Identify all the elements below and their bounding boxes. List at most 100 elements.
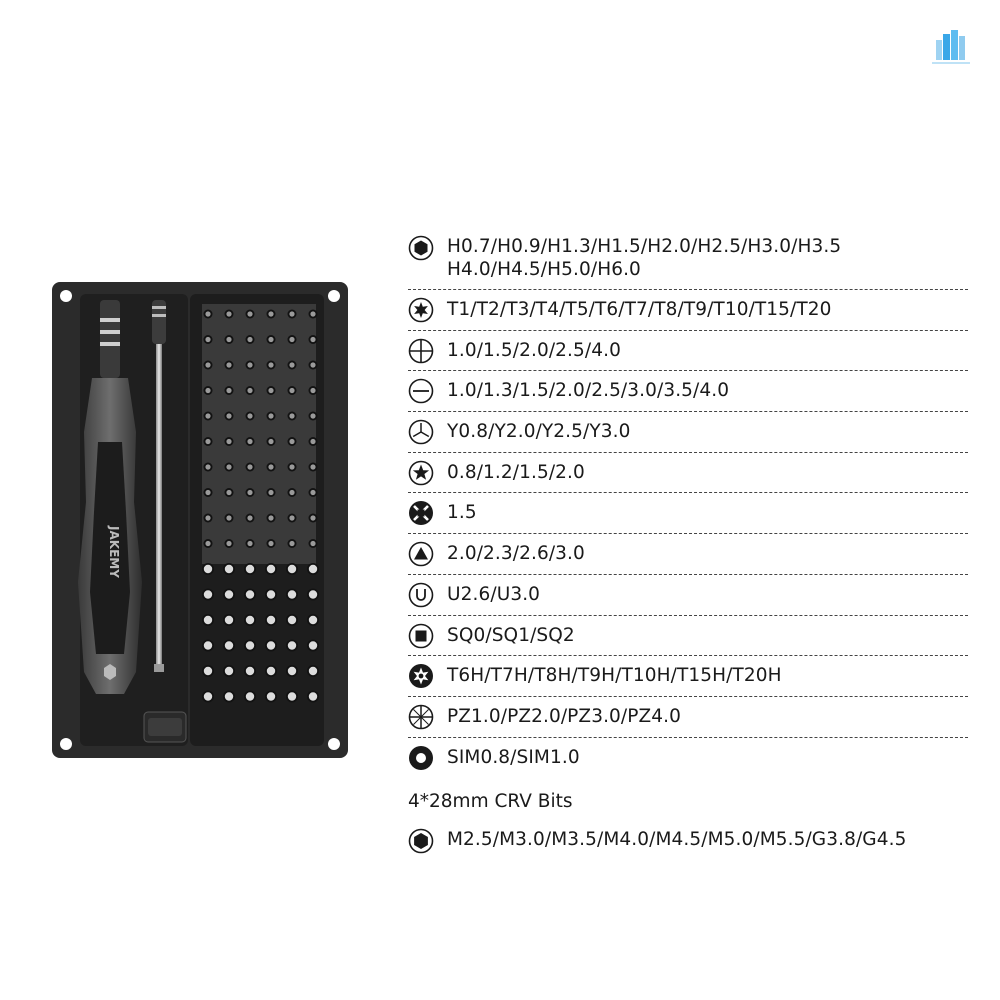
bit [245,590,255,599]
phillips-icon [408,338,434,363]
bit [310,362,316,368]
bit [308,590,318,599]
bit [310,336,316,343]
bit [310,540,316,547]
bit [205,387,211,394]
bit [226,489,232,496]
bit [266,564,276,574]
bit [289,464,295,470]
spec-row-tri-wing: Y0.8/Y2.0/Y2.5/Y3.0 [408,412,968,453]
pozidriv-icon [408,704,434,730]
bit [203,564,213,574]
bit [224,615,234,625]
hex-icon [408,235,434,261]
bit [268,336,274,343]
spec-row-bits: M2.5/M3.0/M3.5/M4.0/M4.5/M5.0/M5.5/G3.8/… [408,822,968,862]
bit [247,489,253,496]
bit [247,336,253,343]
bit [266,590,276,599]
spec-row-slotted: 1.0/1.3/1.5/2.0/2.5/3.0/3.5/4.0 [408,371,968,413]
extension-rod [152,300,166,672]
spec-text-line: H4.0/H4.5/H5.0/H6.0 [447,259,641,280]
security-torx-icon [409,664,433,689]
bit [203,666,213,676]
bit [289,540,295,547]
bit [308,564,318,574]
spec-row-square: SQ0/SQ1/SQ2 [408,616,968,657]
bit [226,540,232,547]
bit [245,615,255,625]
spec-row-security-torx: T6H/T7H/T8H/T9H/T10H/T15H/T20H [408,656,968,697]
bit [205,413,211,419]
bit [226,336,232,343]
bit [205,515,211,521]
triangle-icon [408,541,434,567]
bit [268,413,274,419]
bit [203,641,213,650]
bit [224,564,234,574]
cross-slot-icon [409,501,433,526]
spec-text-line: 1.0/1.5/2.0/2.5/4.0 [447,339,621,361]
spec-row-pozidriv: PZ1.0/PZ2.0/PZ3.0/PZ4.0 [408,697,968,738]
bit [289,438,295,445]
spec-text-line: U2.6/U3.0 [447,583,541,605]
bit [287,590,297,599]
u-type-icon [408,582,434,608]
bit [203,615,213,625]
bit [310,413,316,419]
bit [268,464,274,470]
screwdriver-handle: JAKEMY [78,300,142,694]
spec-text-line: T6H/T7H/T8H/T9H/T10H/T15H/T20H [447,665,782,687]
bit [289,515,295,521]
bit [287,666,297,676]
bit [247,464,253,470]
bit [268,489,274,496]
bit [245,666,255,676]
bit [205,311,211,317]
bit [205,362,211,368]
bit [287,692,297,701]
bit [266,692,276,701]
bit [205,489,211,496]
torx-icon [408,297,434,323]
spec-row-u-type: U2.6/U3.0 [408,575,968,616]
bit [310,387,316,394]
bit [247,311,253,317]
bit [247,362,253,368]
bit [247,438,253,445]
bit [266,666,276,676]
bit [224,590,234,599]
bit [247,515,253,521]
bit [310,464,316,470]
screwdriver-kit-case: JAKEMY [52,282,348,758]
bit [245,641,255,650]
spec-text-line: T1/T2/T3/T4/T5/T6/T7/T8/T9/T10/T15/T20 [447,299,832,320]
bit [268,515,274,521]
tri-wing-icon [408,419,434,445]
bit [224,641,234,650]
slotted-icon [408,379,434,404]
bit [247,413,253,419]
bit-grid [202,309,319,703]
bit [268,311,274,317]
bit [203,692,213,701]
bit [287,564,297,574]
spec-row-phillips: 1.0/1.5/2.0/2.5/4.0 [408,331,968,372]
bit [308,615,318,625]
bit [310,438,316,445]
bit [226,413,232,419]
sim-pin-icon [409,745,433,770]
spec-row-triangle: 2.0/2.3/2.6/3.0 [408,534,968,575]
spec-text-line: SQ0/SQ1/SQ2 [447,624,575,646]
spec-text-line: M2.5/M3.0/M3.5/M4.0/M4.5/M5.0/M5.5/G3.8/… [447,828,907,850]
spec-row-hex: H0.7/H0.9/H1.3/H1.5/H2.0/H2.5/H3.0/H3.5 … [408,228,968,290]
bit [268,387,274,394]
spec-row-cross-slot: 1.5 [408,493,968,535]
bit [310,489,316,496]
bit [226,311,232,317]
bit [268,362,274,368]
bit [289,413,295,419]
bit [287,615,297,625]
spec-text-line: PZ1.0/PZ2.0/PZ3.0/PZ4.0 [447,705,682,727]
bit [289,387,295,394]
